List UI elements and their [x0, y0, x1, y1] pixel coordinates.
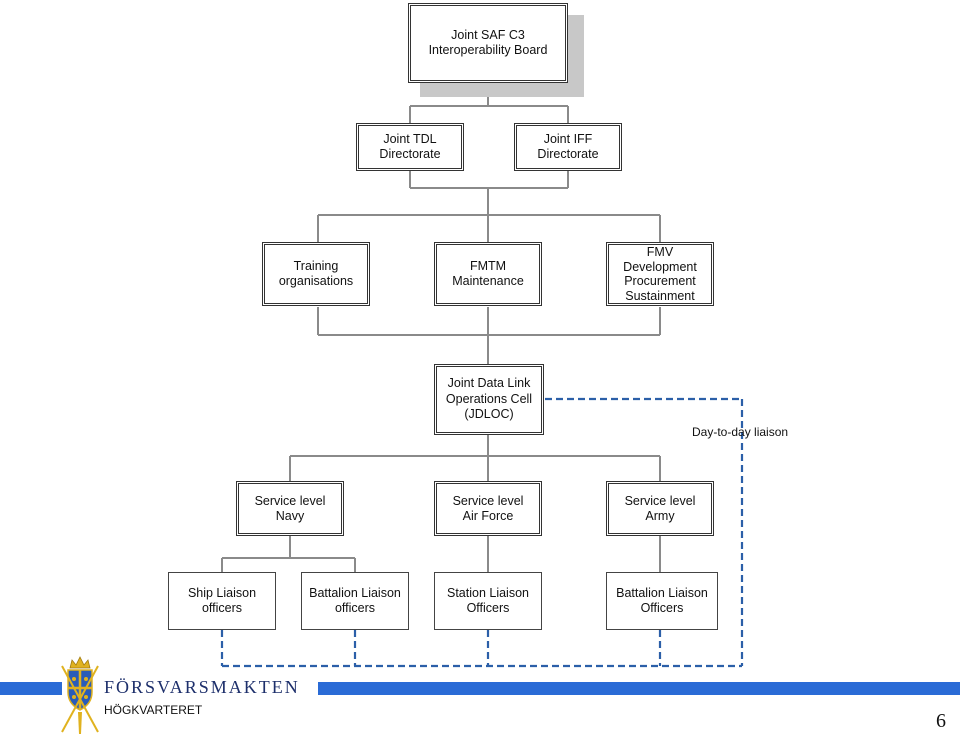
hogkvarteret-label: HÖGKVARTERET — [104, 703, 203, 717]
service-line2: Army — [645, 508, 675, 523]
service-line2: Air Force — [462, 508, 514, 523]
officer-line1: Battalion Liaison — [616, 586, 708, 600]
day-to-day-liaison-label: Day-to-day liaison — [692, 425, 789, 439]
jdloc-line2: Operations Cell — [445, 391, 533, 406]
officer-line2: Officers — [466, 601, 510, 615]
jdloc-line1: Joint Data Link — [447, 376, 531, 391]
ship-liaison-officers-box: Ship Liaison officers — [168, 572, 276, 630]
support-line1: Training — [293, 259, 339, 273]
forsvarsmakten-brand: FÖRSVARSMAKTEN — [102, 677, 308, 698]
officer-line1: Ship Liaison — [187, 586, 257, 600]
page-number: 6 — [936, 710, 946, 732]
service-level-army-box: Service level Army — [606, 481, 714, 536]
joint-tdl-directorate-box: Joint TDL Directorate — [356, 123, 464, 171]
officer-line1: Station Liaison — [446, 586, 529, 600]
joint-iff-directorate-box: Joint IFF Directorate — [514, 123, 622, 171]
officer-line2: Officers — [640, 601, 684, 615]
directorate-line2: Directorate — [379, 147, 441, 161]
service-line1: Service level — [452, 493, 524, 508]
service-line1: Service level — [624, 493, 696, 508]
directorate-line2: Directorate — [537, 147, 599, 161]
board-line1: Joint SAF C3 — [451, 28, 525, 42]
service-level-air-force-box: Service level Air Force — [434, 481, 542, 536]
swedish-crest-icon — [61, 656, 99, 734]
interoperability-board-box: Joint SAF C3 Interoperability Board — [408, 3, 568, 83]
support-line1: FMTM — [469, 259, 507, 273]
battalion-liaison-officers-box: Battalion Liaison officers — [301, 572, 409, 630]
fmtm-maintenance-box: FMTM Maintenance — [434, 242, 542, 306]
footer-blue-bar-left — [0, 682, 62, 695]
service-line1: Service level — [254, 493, 326, 508]
directorate-line1: Joint TDL — [383, 132, 437, 146]
support-line3: Procurement — [624, 274, 696, 288]
training-organisations-box: Training organisations — [262, 242, 370, 306]
officer-line2: officers — [201, 601, 243, 615]
army-battalion-liaison-officers-box: Battalion Liaison Officers — [606, 572, 718, 630]
support-line1: FMV — [646, 245, 674, 259]
board-line2: Interoperability Board — [428, 43, 548, 57]
support-line2: Maintenance — [452, 274, 524, 288]
fmv-box: FMV Development Procurement Sustainment — [606, 242, 714, 306]
footer-blue-bar-right — [318, 682, 960, 695]
officer-line2: officers — [334, 601, 376, 615]
officer-line1: Battalion Liaison — [309, 586, 401, 600]
support-line2: Development — [623, 259, 697, 274]
jdloc-line3: (JDLOC) — [464, 407, 514, 422]
directorate-line1: Joint IFF — [543, 132, 593, 146]
service-line2: Navy — [275, 508, 305, 523]
jdloc-box: Joint Data Link Operations Cell (JDLOC) — [434, 364, 544, 435]
support-line2: organisations — [278, 274, 354, 288]
station-liaison-officers-box: Station Liaison Officers — [434, 572, 542, 630]
service-level-navy-box: Service level Navy — [236, 481, 344, 536]
support-line4: Sustainment — [625, 288, 695, 303]
